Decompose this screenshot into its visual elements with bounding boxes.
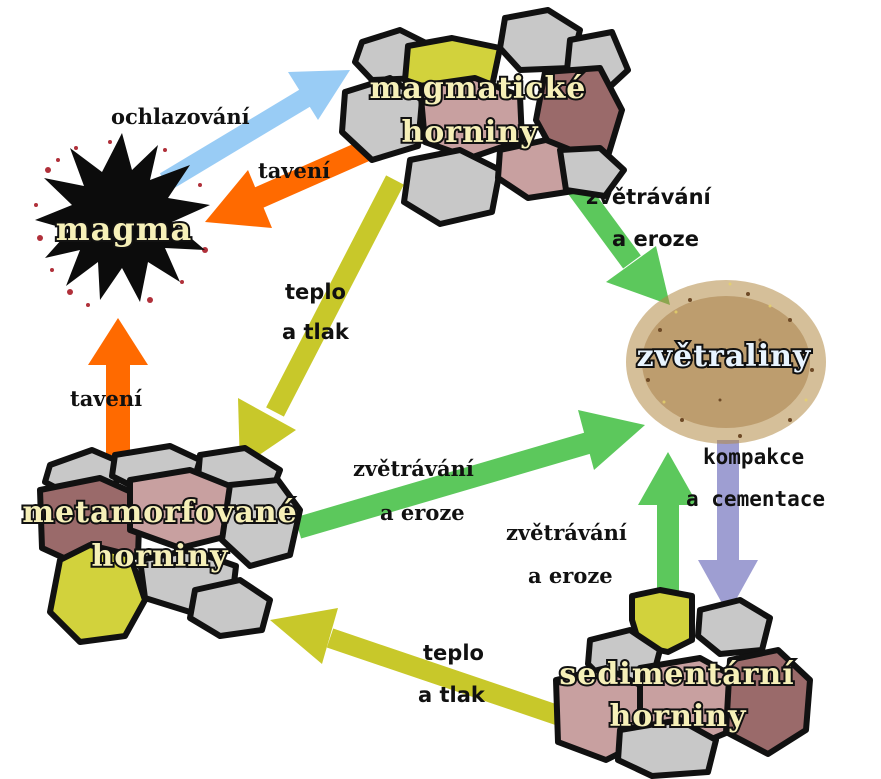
metamorphic-label-line2: horniny (91, 539, 229, 574)
sedimentary-rocks (553, 587, 813, 779)
weathering-metamorphic-line2: a eroze (380, 500, 465, 525)
heat-pressure-igneous-line1: teplo (285, 280, 346, 304)
arrow-heat-pressure-sedimentary (270, 608, 564, 726)
compaction-label: kompakce a cementace (686, 445, 825, 511)
heat-pressure-igneous-label: teplo a tlak (282, 280, 350, 344)
igneous-label-line2: horniny (401, 115, 539, 150)
igneous-label-line1: magmatické (370, 71, 587, 106)
melting-igneous-label: tavení (258, 158, 330, 183)
weathering-sedimentary-label: zvětrávání a eroze (506, 520, 627, 588)
sedimentary-label-line1: sedimentární (559, 657, 794, 692)
magma-label: magma (56, 210, 193, 248)
igneous-label: magmatické horniny (368, 69, 588, 152)
heat-pressure-sedimentary-line2: a tlak (418, 683, 486, 707)
sediment-cloud (626, 280, 826, 444)
magma-node (34, 133, 210, 307)
metamorphic-label-line1: metamorfované (22, 495, 297, 530)
arrow-weathering-sedimentary (638, 452, 698, 592)
arrow-cooling (159, 70, 350, 191)
magma-splatter (34, 140, 208, 307)
compaction-line2: a cementace (686, 487, 825, 511)
heat-pressure-igneous-line2: a tlak (282, 320, 350, 344)
melting-metamorphic-label: tavení (70, 386, 142, 411)
arrow-compaction (698, 440, 758, 614)
weathering-igneous-label: zvětrávání a eroze (586, 185, 713, 251)
weathering-igneous-line1: zvětrávání (586, 185, 713, 209)
magma-burst (35, 133, 210, 302)
heat-pressure-sedimentary-line1: teplo (423, 641, 484, 665)
sediment-speckles (646, 292, 814, 438)
arrow-melting-metamorphic (88, 318, 148, 455)
weathering-metamorphic-label: zvětrávání a eroze (353, 456, 474, 525)
heat-pressure-sedimentary-label: teplo a tlak (418, 641, 486, 707)
metamorphic-label: metamorfované horniny (20, 493, 298, 576)
weathering-sedimentary-line1: zvětrávání (506, 520, 627, 545)
igneous-rocks (339, 7, 631, 227)
arrow-melting-igneous (205, 131, 390, 228)
weathering-metamorphic-line1: zvětrávání (353, 456, 474, 481)
metamorphic-rocks (37, 443, 303, 645)
cooling-label: ochlazování (111, 104, 250, 129)
sedimentary-label: sedimentární horniny (557, 655, 795, 736)
weathering-igneous-line2: a eroze (612, 227, 699, 251)
weathering-sedimentary-line2: a eroze (528, 563, 613, 588)
sedimentary-label-line2: horniny (609, 699, 747, 734)
compaction-line1: kompakce (703, 445, 804, 469)
sediment-label: zvětraliny (637, 339, 812, 374)
sediment-node (626, 280, 826, 444)
arrow-weathering-metamorphic (294, 410, 645, 539)
